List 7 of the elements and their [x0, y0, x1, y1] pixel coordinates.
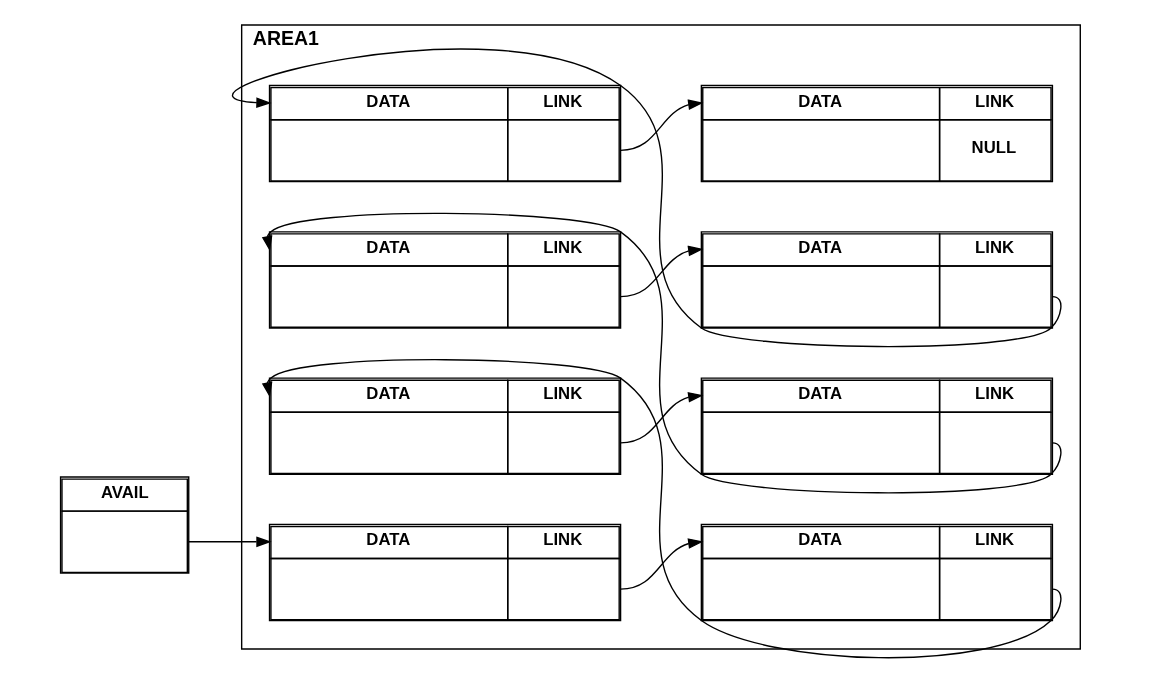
arrow — [619, 245, 704, 298]
arrow — [261, 212, 1062, 494]
arrow — [188, 536, 272, 548]
arrow — [261, 359, 1062, 659]
arrow — [619, 538, 704, 590]
arrow — [619, 99, 704, 152]
arrow — [619, 391, 704, 444]
